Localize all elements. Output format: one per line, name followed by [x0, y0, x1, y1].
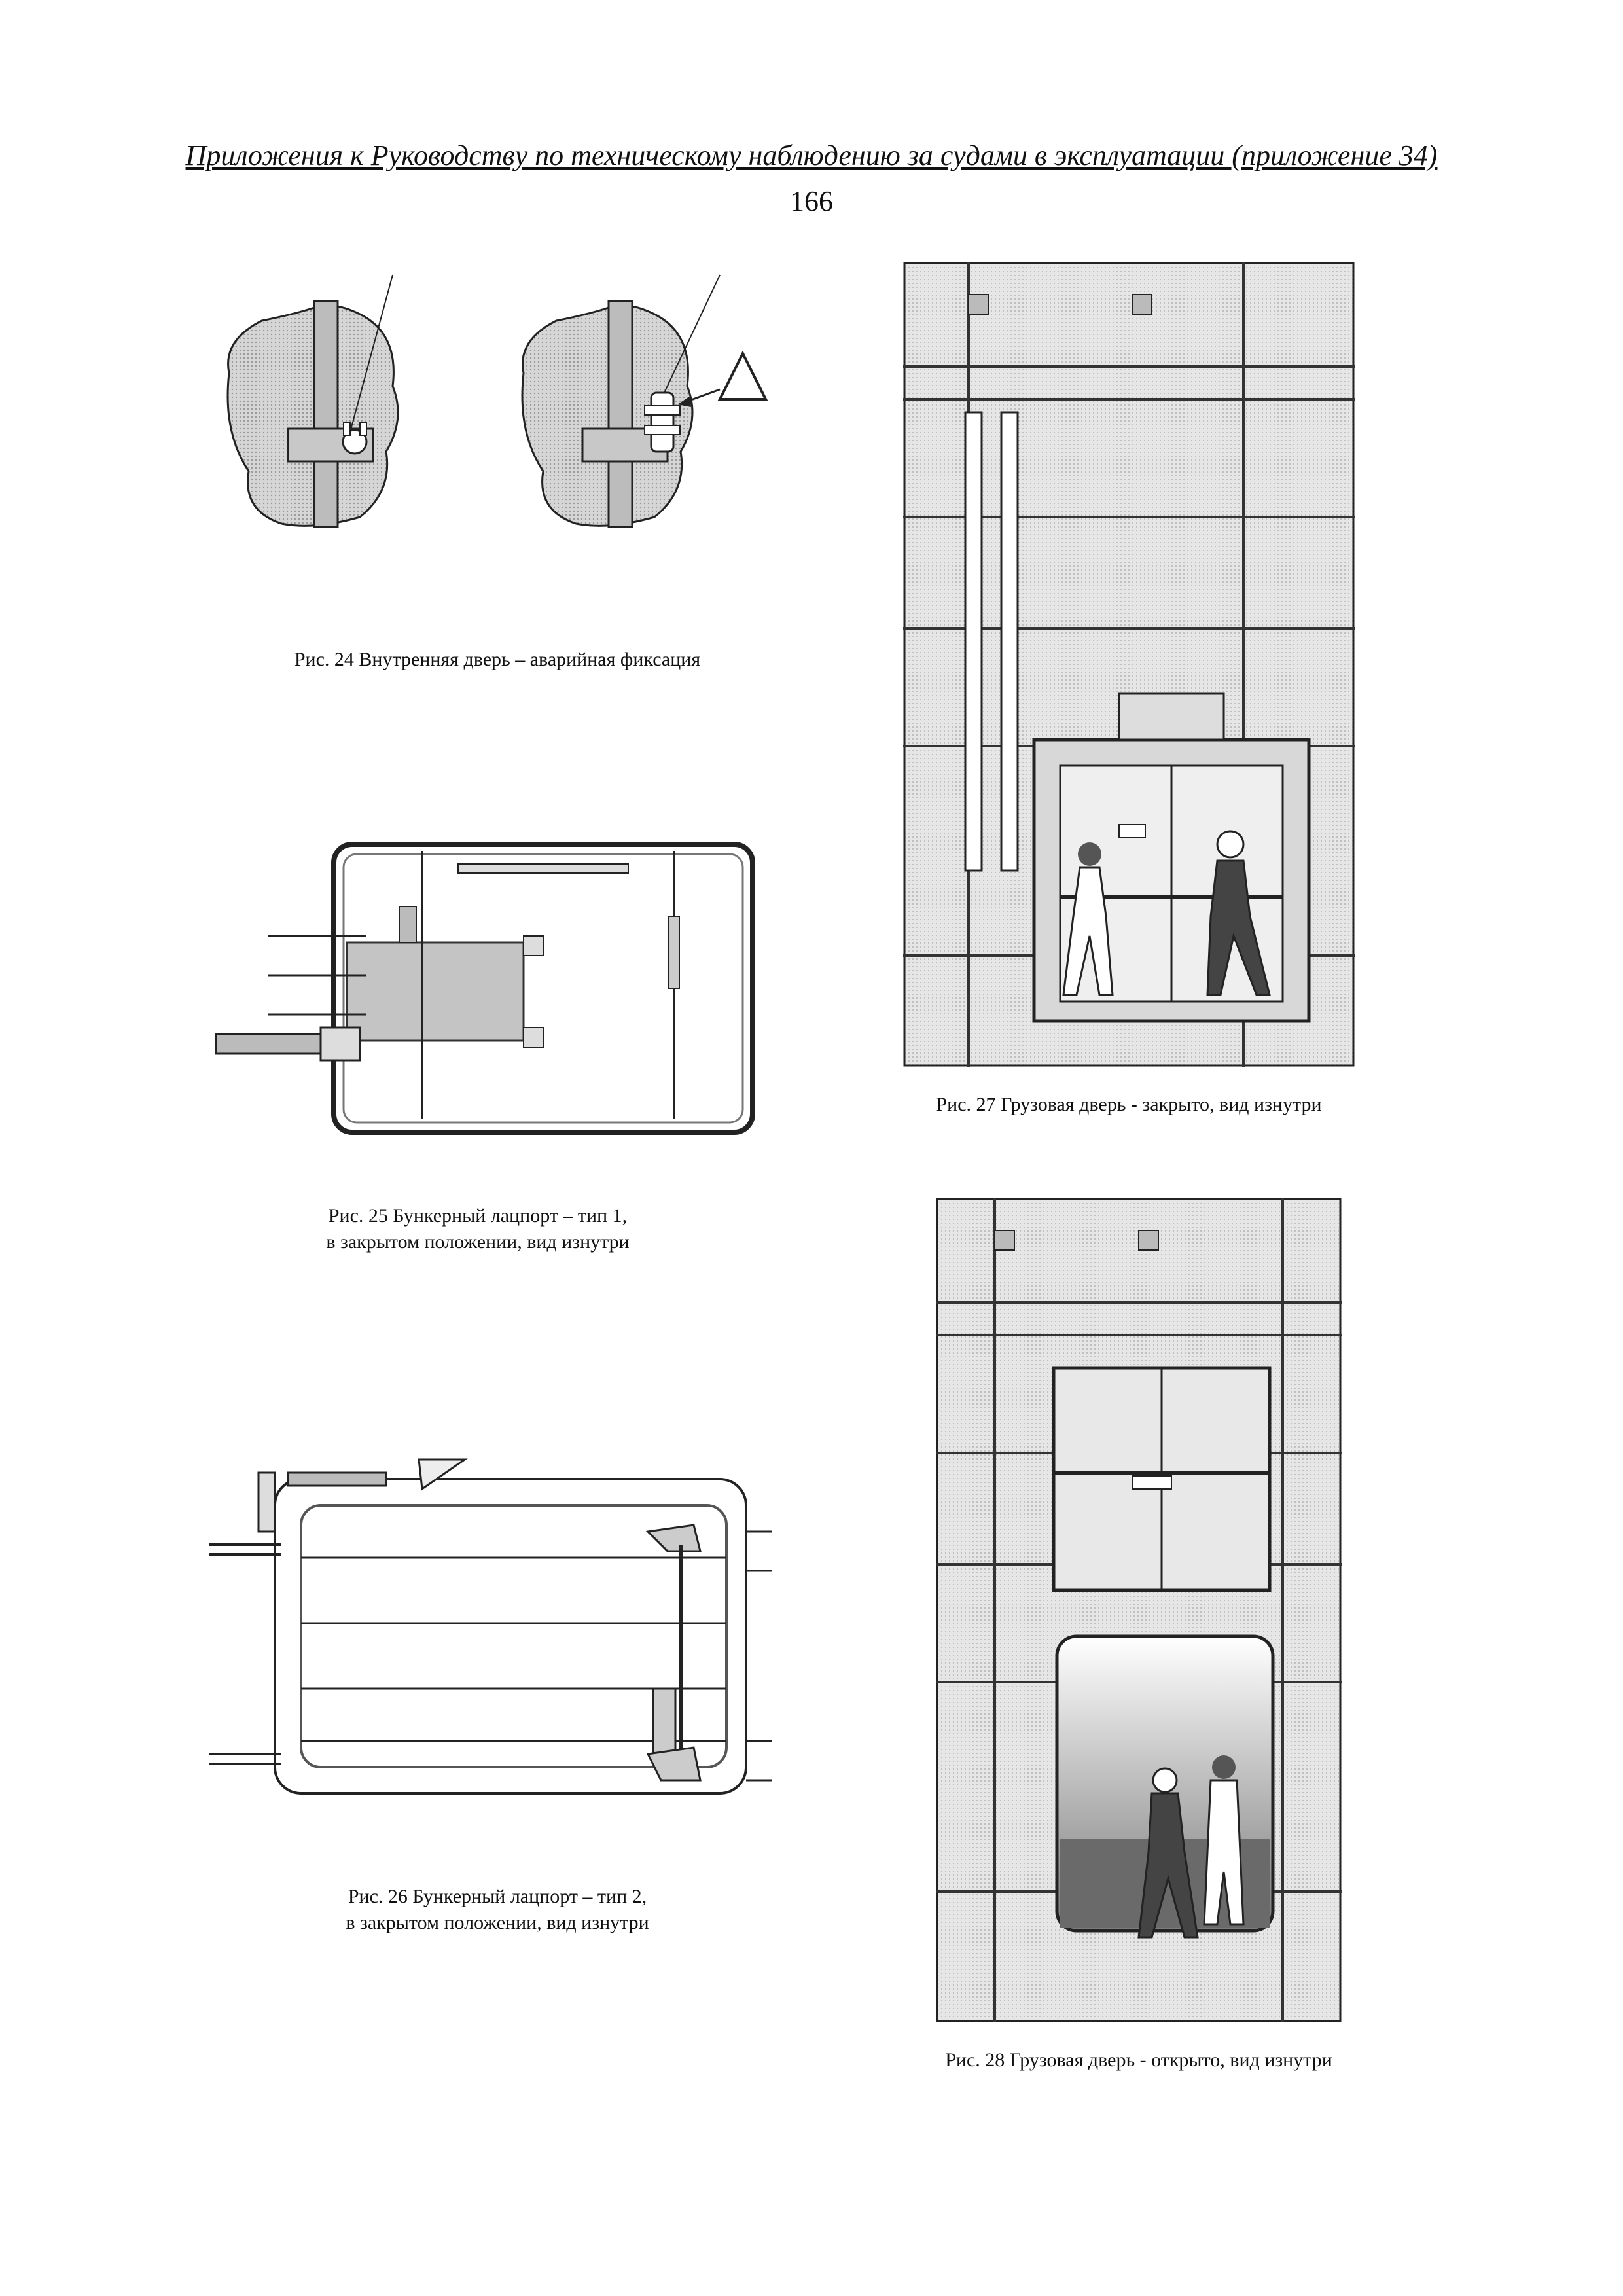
caption-text: Рис. 27 Грузовая дверь - закрыто, вид из… [936, 1094, 1322, 1115]
figure-25-caption: Рис. 25 Бункерный лацпорт – тип 1, в зак… [183, 1203, 772, 1255]
figure-26-illustration [196, 1440, 798, 1806]
figure-25-illustration [183, 838, 772, 1152]
caption-line: в закрытом положении, вид изнутри [326, 1231, 630, 1253]
figure-27-illustration [903, 262, 1355, 1067]
caption-text: Рис. 24 Внутренняя дверь – аварийная фик… [294, 649, 701, 670]
caption-line: Рис. 26 Бункерный лацпорт – тип 2, [348, 1886, 647, 1907]
caption-line: в закрытом положении, вид изнутри [346, 1912, 649, 1933]
figure-28-illustration [936, 1198, 1342, 2022]
figure-28-caption: Рис. 28 Грузовая дверь - открыто, вид из… [903, 2047, 1374, 2073]
caption-line: Рис. 25 Бункерный лацпорт – тип 1, [328, 1205, 628, 1227]
figure-26-caption: Рис. 26 Бункерный лацпорт – тип 2, в зак… [196, 1884, 798, 1936]
figure-24-illustration [183, 262, 812, 589]
figure-27-caption: Рис. 27 Грузовая дверь - закрыто, вид из… [903, 1092, 1355, 1118]
page-number: 166 [790, 185, 833, 217]
running-title: Приложения к Руководству по техническому… [185, 139, 1438, 171]
figure-24-caption: Рис. 24 Внутренняя дверь – аварийная фик… [183, 647, 812, 673]
caption-text: Рис. 28 Грузовая дверь - открыто, вид из… [945, 2049, 1332, 2071]
